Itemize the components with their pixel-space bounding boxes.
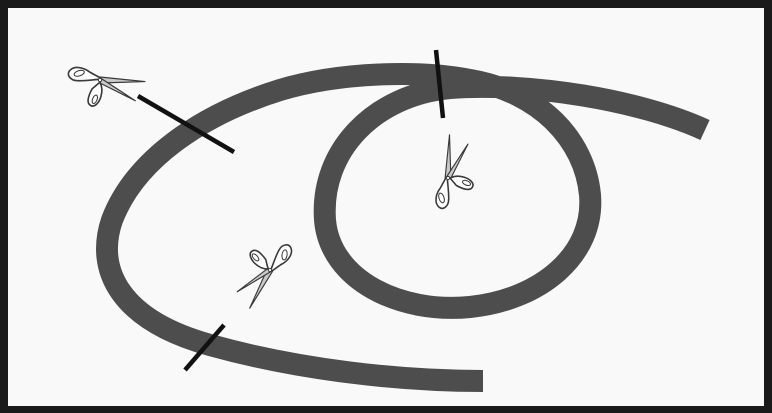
rope-cut-diagram: .blade { fill: #c9c9c9; stroke: #3a3a3a;… — [0, 0, 772, 413]
diagram-canvas: .blade { fill: #c9c9c9; stroke: #3a3a3a;… — [0, 0, 772, 413]
